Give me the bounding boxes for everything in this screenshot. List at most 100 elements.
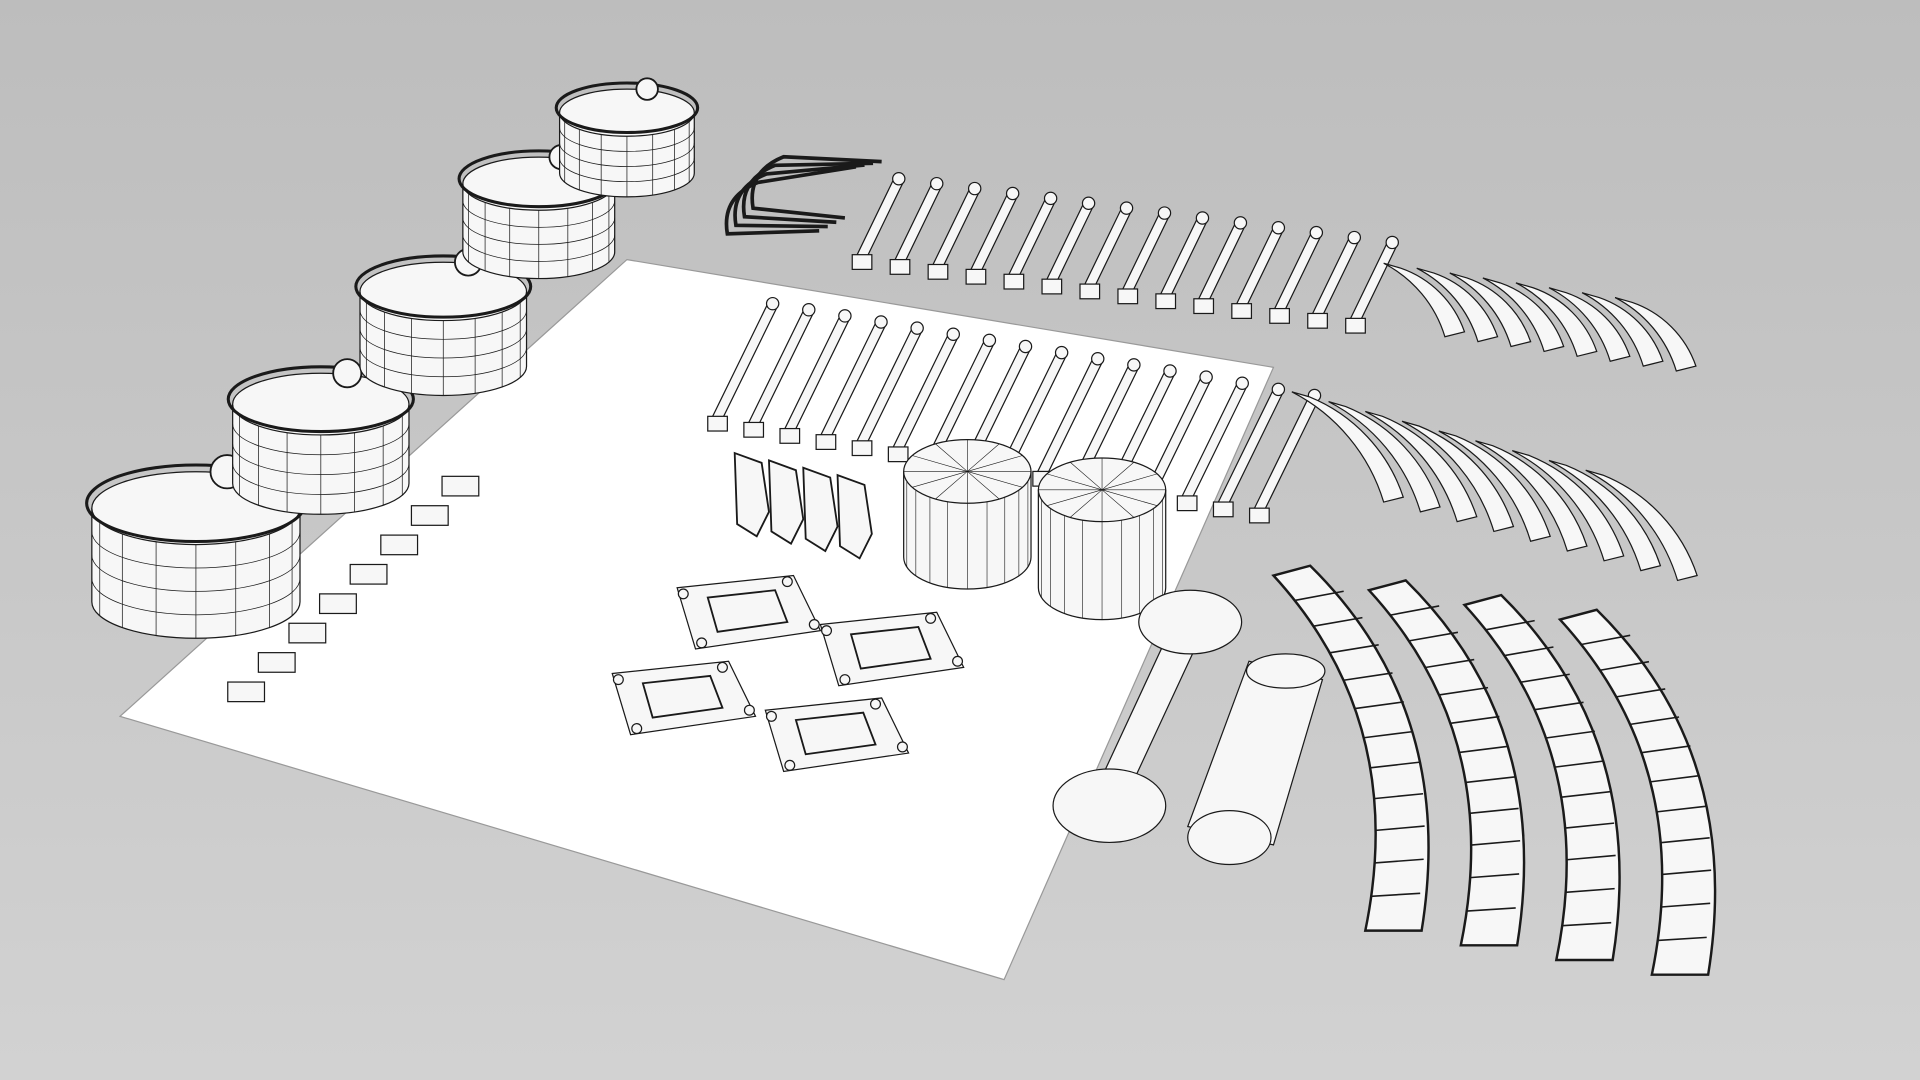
curved-track [1557,608,1717,976]
track-body [1366,579,1526,947]
track-rung [1390,605,1440,616]
track-rung [1520,673,1570,683]
plate-opening [794,711,877,756]
clip [257,652,296,673]
rod [1117,206,1172,305]
bracket [802,466,839,553]
rod-eye [1043,191,1058,206]
rod-eye [1233,216,1248,230]
rod [815,315,888,450]
drum-handle-ring [226,365,415,434]
track-rung [1561,790,1611,798]
rod [887,327,960,463]
drum-ring [462,234,616,262]
rod [707,296,780,432]
medium-arc [1475,440,1588,552]
plate-bolt [925,612,937,624]
curved-track [1462,593,1621,962]
plate-opening [849,625,932,670]
rod-end [1155,293,1177,310]
curved-track [1366,579,1526,947]
plate-bolt [839,674,851,686]
track-rung [1425,658,1475,669]
cylinder-spoke [967,443,1000,472]
rod-end [1003,273,1025,290]
drum-rim [232,372,410,436]
plate-opening [641,674,724,719]
rod-end [965,268,987,285]
small-arc [1614,296,1697,372]
tube-top [1245,653,1326,689]
drum-ring [359,347,527,378]
cylinder-spoke [967,471,1023,488]
drum-rim [359,261,528,322]
rod-end [927,263,949,280]
cylinder [903,438,1032,590]
rod-eye [1271,221,1286,235]
rod [743,303,816,438]
track-rung [1470,873,1520,879]
drum-ring [559,158,695,183]
plate-bolt [716,661,728,673]
rod-eye [1157,206,1172,220]
rod [1176,376,1249,512]
cylinder [1037,457,1167,621]
clip [318,593,357,615]
plate-bolt [765,710,777,722]
rod-eye [1091,352,1105,366]
rod-eye [1271,382,1286,397]
rod [1212,382,1286,518]
track-body [1462,593,1621,962]
track-rung [1313,616,1363,627]
spool-top-disc [1138,589,1243,655]
track-rung [1363,730,1413,739]
track-rung [1504,646,1554,657]
clip [227,681,266,703]
mounting-plate [611,660,757,736]
small-arc [1515,282,1598,358]
rod [1231,221,1286,319]
plate-bolt [781,576,793,588]
small-arc [1548,287,1631,362]
track-rung [1650,774,1700,783]
cylinder-spoke [1101,489,1158,507]
bracket [836,473,873,560]
track-rung [1534,701,1584,711]
rod-eye [1018,339,1033,354]
rod-eye [838,309,852,323]
track-body [1271,564,1430,932]
plate-bolt [896,741,908,753]
track-rung [1343,672,1393,682]
rod-end [1248,507,1270,524]
plate-bolt [870,698,882,710]
drum-handle-ring [354,254,533,319]
track-rung [1465,776,1515,784]
rod-eye [765,296,780,311]
rod-eye [946,327,960,342]
track-rung [1408,631,1459,642]
rod-eye [982,333,997,348]
track-rung [1545,730,1595,739]
track-rung [1466,907,1516,912]
drum-ring [462,217,616,245]
plate-bolt [612,674,624,686]
medium-arc [1291,391,1405,503]
rod [1248,388,1322,524]
cylinder-spoke [967,455,1023,472]
track-rung [1656,805,1706,813]
wire-hook [724,164,857,236]
rod-end [1307,312,1328,329]
rod-eye [1119,201,1134,215]
track-rung [1371,892,1421,898]
rod-end [1345,317,1366,334]
cylinder-spoke [1070,461,1103,491]
tube-bottom [1187,810,1272,866]
rod-end [1176,495,1198,512]
track-rung [1661,902,1711,908]
rod-end [1041,278,1063,295]
medium-arc [1328,401,1441,513]
track-rung [1471,839,1521,846]
clip [380,534,419,556]
drum-ring [232,443,410,475]
cylinder-spoke [935,471,968,500]
